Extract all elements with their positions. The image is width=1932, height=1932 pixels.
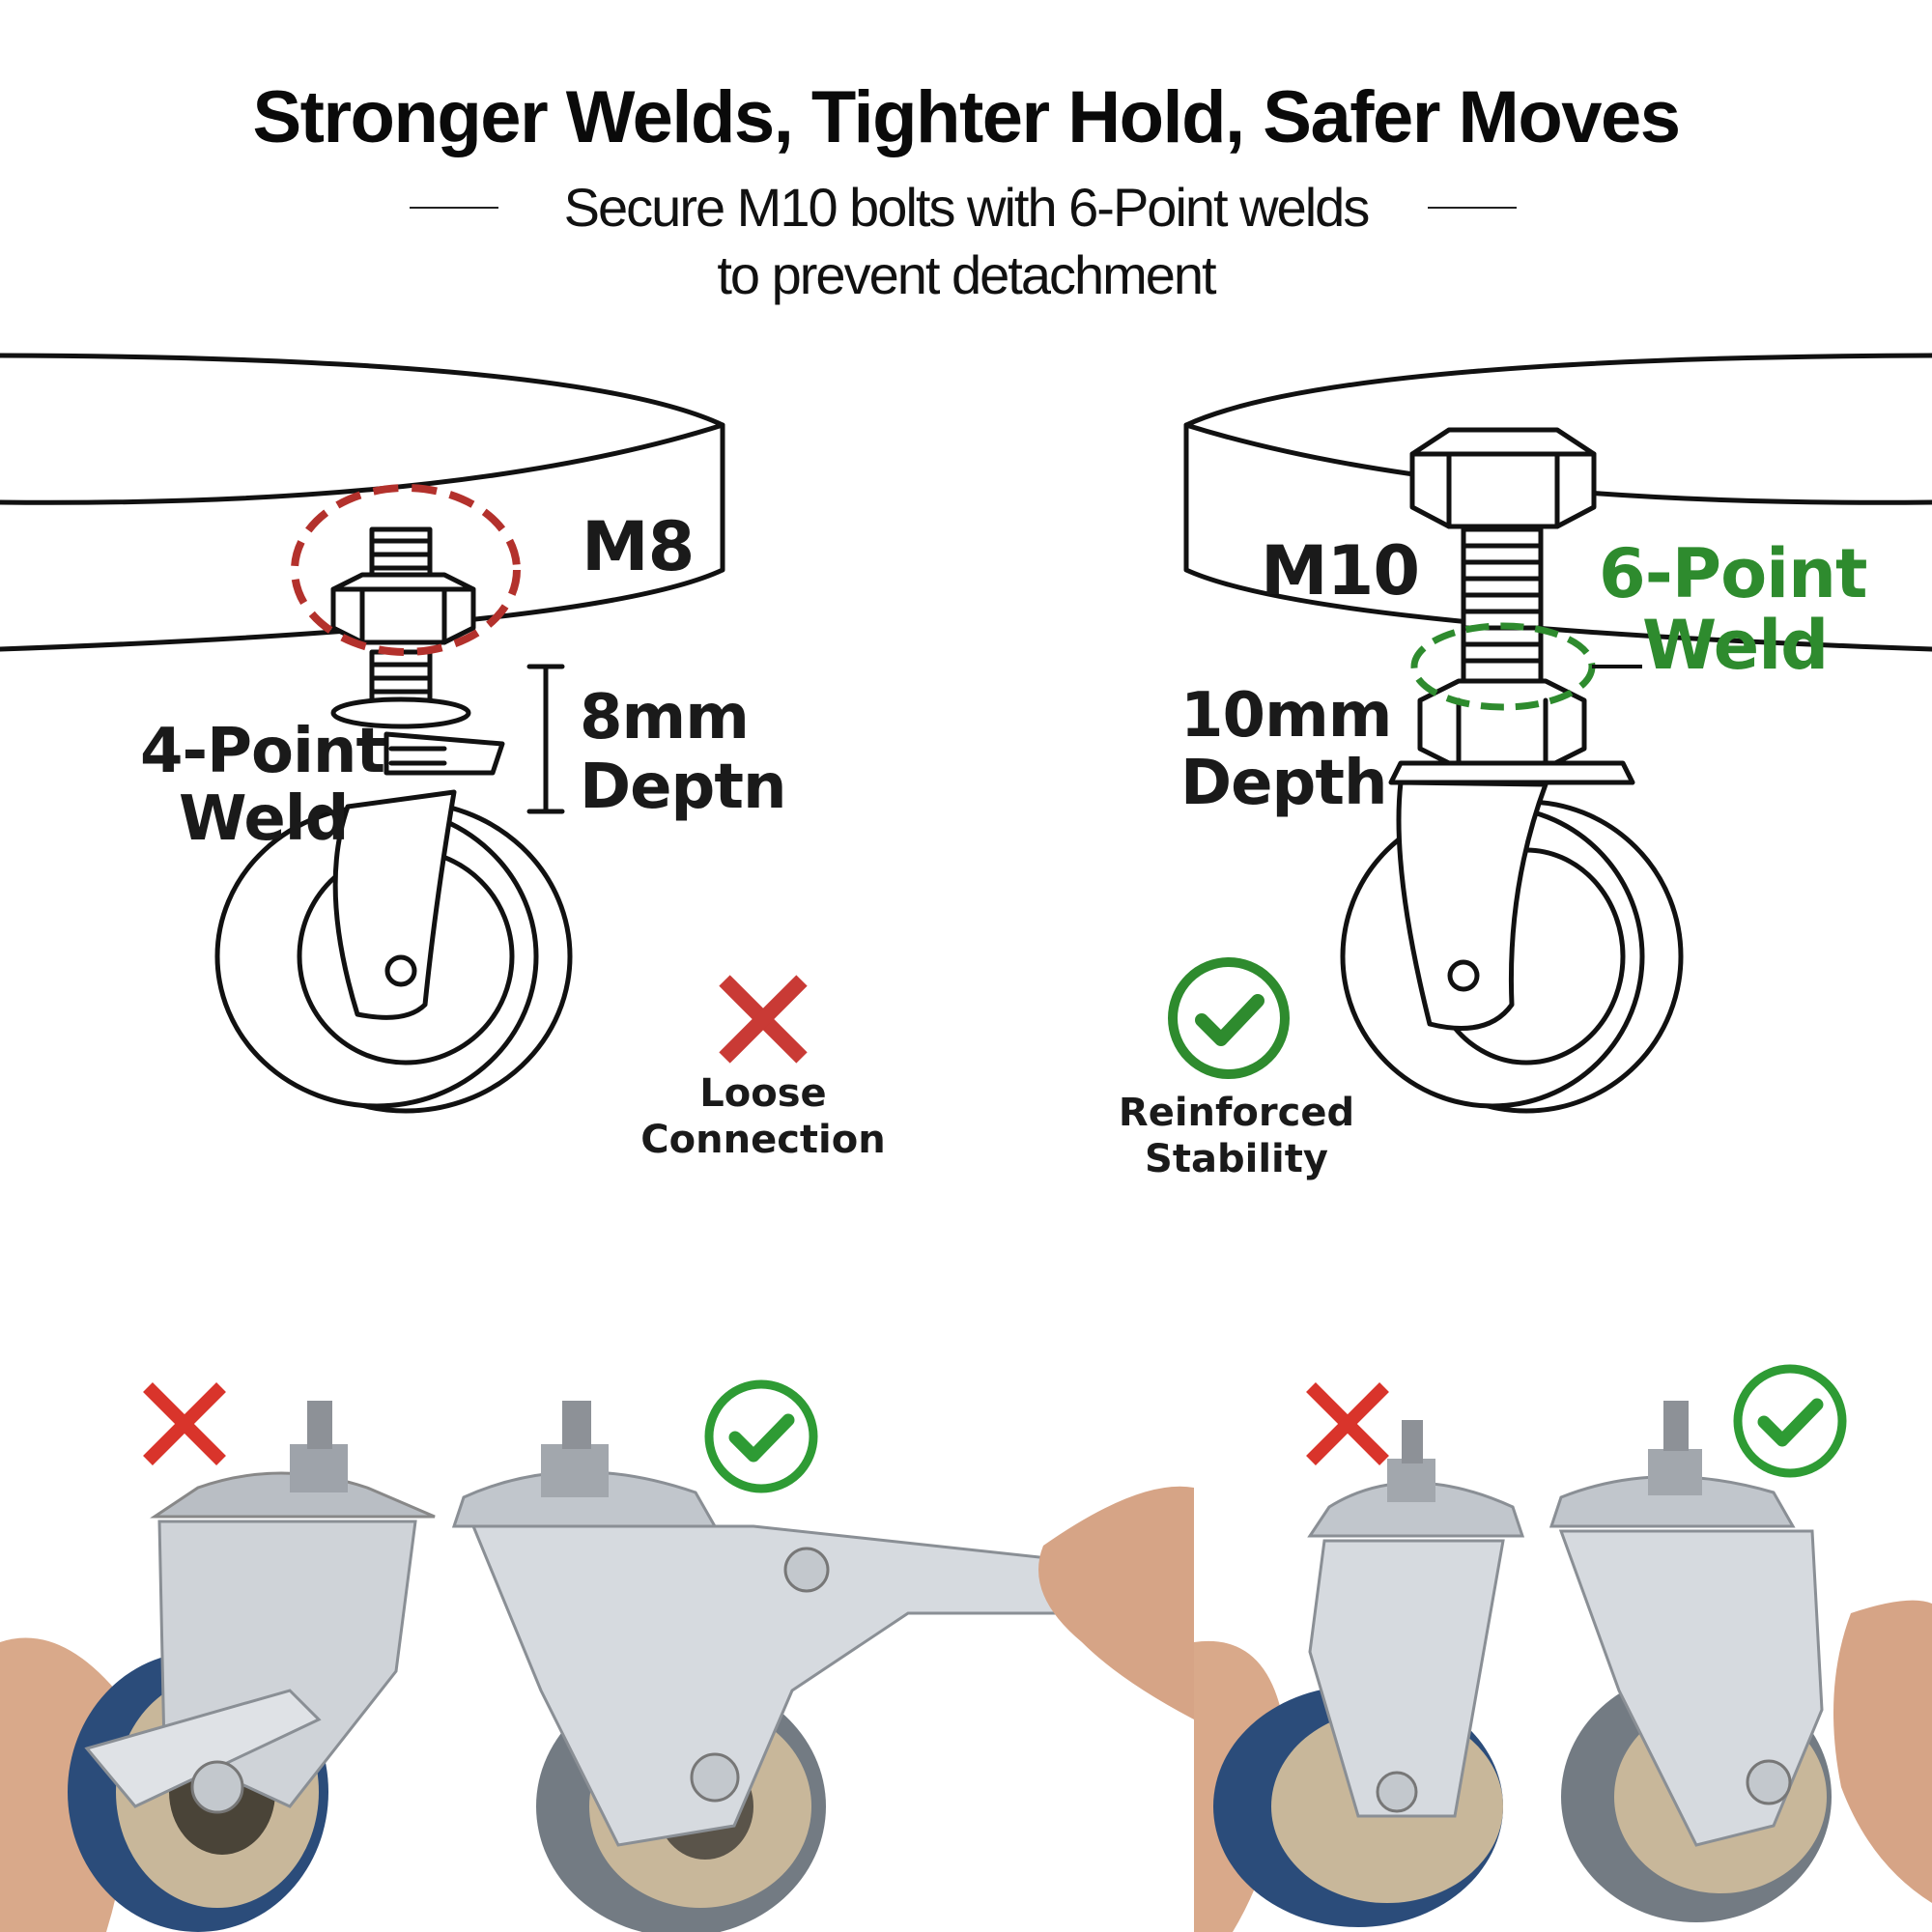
left-weld-label-line-1: 4-Point (140, 716, 385, 787)
right-bolt-size-label: M10 (1261, 531, 1420, 611)
comparison-photo-side (1194, 1401, 1932, 1932)
left-caster-diagram (0, 353, 725, 1114)
photo-left-red-x-icon (143, 1382, 226, 1465)
left-verdict-line-2: Connection (640, 1118, 886, 1162)
subtitle-rule-right (1428, 207, 1517, 209)
photo-left-green-check-icon (704, 1379, 818, 1493)
left-weld-label-line-2: Weld (179, 783, 349, 855)
left-verdict-line-1: Loose (699, 1071, 827, 1116)
photo-right-green-check-icon (1733, 1364, 1847, 1478)
photo-right-red-x-icon (1306, 1382, 1389, 1465)
subtitle-rule-left (410, 207, 498, 209)
right-depth-line-1: 10mm (1180, 680, 1392, 752)
subtitle-line-2: to prevent detachment (717, 244, 1216, 305)
right-verdict-line-1: Reinforced (1118, 1091, 1355, 1135)
page-title: Stronger Welds, Tighter Hold, Safer Move… (252, 76, 1681, 158)
right-caster-diagram (1183, 353, 1932, 1114)
left-depth-line-1: 8mm (580, 682, 750, 753)
left-depth-line-2: Deptn (580, 752, 786, 823)
subtitle-line-1: Secure M10 bolts with 6-Point welds (563, 177, 1371, 238)
green-check-icon (1168, 957, 1290, 1079)
left-bolt-size-label: M8 (582, 507, 695, 586)
right-verdict-line-2: Stability (1145, 1137, 1328, 1181)
right-weld-label-line-2: Weld (1642, 606, 1829, 685)
right-depth-line-2: Depth (1180, 748, 1387, 819)
red-x-icon (719, 975, 808, 1064)
comparison-photo-front (0, 1401, 1194, 1932)
right-weld-label-line-1: 6-Point (1599, 534, 1867, 613)
